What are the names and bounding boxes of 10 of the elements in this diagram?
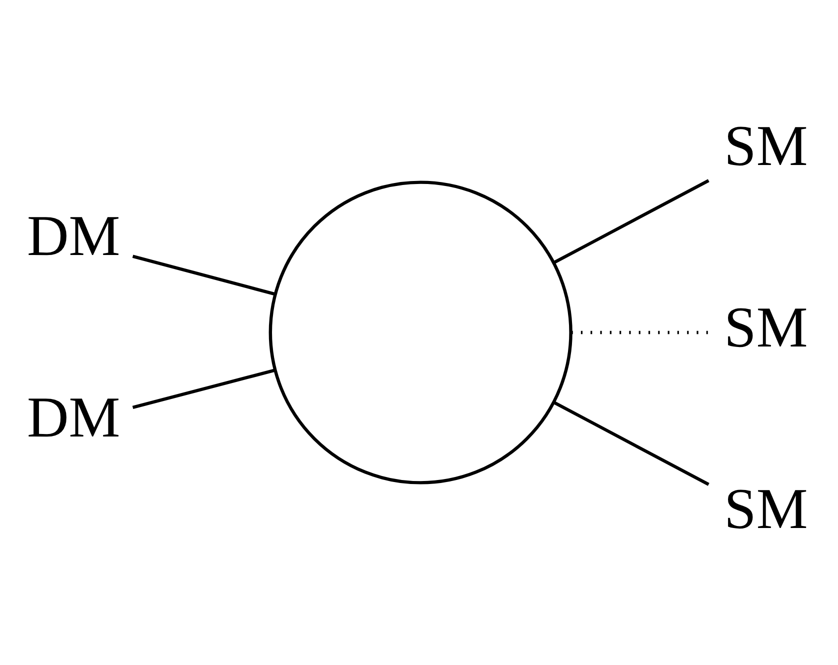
- connector: [553, 179, 710, 264]
- node-text: SM: [724, 113, 808, 178]
- node-text: SM: [724, 294, 808, 360]
- node-text: DM: [27, 384, 120, 450]
- connector: [553, 401, 710, 486]
- node-circle: [268, 180, 572, 484]
- node-text: DM: [27, 203, 120, 268]
- connector: [132, 368, 275, 409]
- connector: [132, 254, 276, 296]
- node-text: SM: [724, 476, 808, 542]
